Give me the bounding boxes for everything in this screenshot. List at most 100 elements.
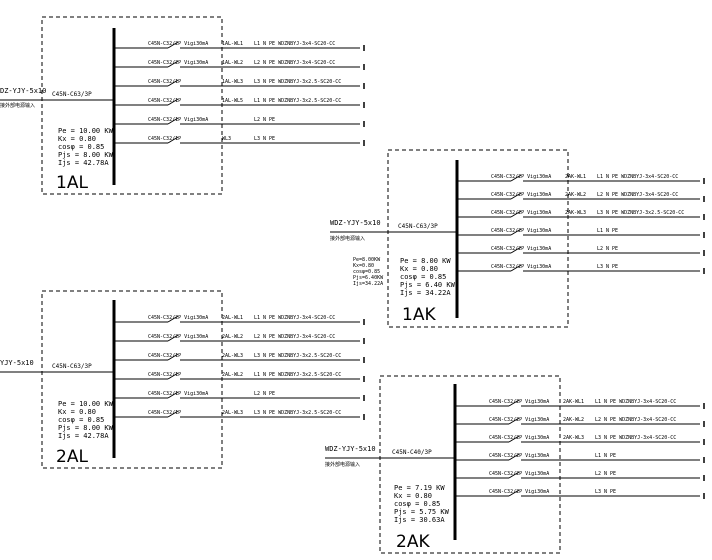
side-note: Pe=8.00KW Kx=0.80 cosφ=0.85 Pjs=6.40KW I… (353, 257, 384, 287)
breaker-switch-symbol (510, 192, 522, 200)
breaker-switch-symbol (510, 246, 522, 254)
param-line: Pe = 7.19 KW (394, 484, 445, 492)
panel-name: 1AL (56, 173, 88, 193)
circuit-spec: L1 N PE WDZNBYJ-3x4-SC20-CC (597, 174, 678, 180)
breaker-switch-symbol (167, 391, 179, 399)
side-note-line: Ijs=34.22A (353, 281, 383, 287)
breaker-switch-symbol (167, 117, 179, 125)
panel-name: 1AK (402, 305, 436, 325)
incoming-note: 接外部电源输入 (0, 102, 35, 109)
panel-name: 2AL (56, 447, 88, 467)
breaker-switch-symbol (508, 417, 520, 425)
param-line: Kx = 0.80 (58, 135, 96, 143)
circuit-spec: L2 N PE (597, 246, 618, 252)
breaker-switch-symbol (510, 210, 522, 218)
side-note-line: Pe=8.00KW (353, 257, 381, 263)
circuit-row: C45N-C32/1P Vigi30mA L2 N PE (114, 117, 365, 127)
circuit-spec: L3 N PE (254, 136, 275, 142)
circuit-id: 2AL-WL1 (222, 315, 243, 321)
param-line: Ijs = 34.22A (400, 289, 451, 297)
incoming-cable-label: YJY-5x10 (0, 359, 34, 367)
circuit-id: 1AL-WL5 (222, 98, 243, 104)
breaker-label: C45N-C32/2P Vigi30mA (489, 489, 549, 495)
breaker-label: C45N-C32/1P Vigi30mA (148, 391, 208, 397)
breaker-label: C45N-C32/2P Vigi30mA (148, 41, 208, 47)
breaker-label: C45N-C32/1P (148, 79, 181, 85)
breaker-label: C45N-C32/2P Vigi30mA (491, 192, 551, 198)
breaker-label: C45N-C32/1P (148, 353, 181, 359)
incoming-breaker-label: C45N-C40/3P (392, 449, 432, 456)
param-line: Ijs = 30.63A (394, 516, 445, 524)
breaker-switch-symbol (167, 315, 179, 323)
side-note-line: Pjs=6.40KW (353, 275, 384, 281)
breaker-label: C45N-C32/2P Vigi30mA (491, 264, 551, 270)
breaker-label: C45N-C32/2P Vigi30mA (491, 210, 551, 216)
circuit-id: 2AL-WL3 (222, 410, 243, 416)
breaker-switch-symbol (167, 334, 179, 342)
param-line: cosφ = 0.85 (58, 143, 104, 151)
circuit-row: C45N-C32/2P Vigi30mA L3 N PE (455, 489, 705, 499)
circuit-id: 2AL-WL2 (222, 334, 243, 340)
panel-1AK: WDZ-YJY-5x10 接外部电源输入 C45N-C63/3P Pe = 8.… (330, 149, 705, 328)
breaker-label: C45N-C32/1P (148, 372, 181, 378)
panel-1AL: DZ-YJY-5x10 接外部电源输入 C45N-C63/3P Pe = 10.… (0, 16, 365, 195)
breaker-switch-symbol (510, 228, 522, 236)
circuit-spec: L1 N PE (597, 228, 618, 234)
breaker-label: C45N-C32/1P Vigi30mA (148, 117, 208, 123)
circuit-spec: L3 N PE WDZNBYJ-3x2.5-SC20-CC (597, 210, 684, 216)
circuit-spec: L2 N PE (254, 117, 275, 123)
param-line: cosφ = 0.85 (58, 416, 104, 424)
side-note-line: Kx=0.80 (353, 263, 374, 269)
breaker-switch-symbol (508, 489, 520, 497)
circuit-id: WL3 (222, 136, 231, 142)
breaker-label: C45N-C32/2P Vigi30mA (489, 471, 549, 477)
incoming-cable-label: WDZ-YJY-5x10 (330, 219, 381, 227)
breaker-switch-symbol (167, 41, 179, 49)
circuit-row: C45N-C32/2P Vigi30mA L2 N PE (457, 246, 705, 256)
param-line: Pe = 10.00 KW (58, 400, 114, 408)
panel-2AK: WDZ-YJY-5x10 接外部电源输入 C45N-C40/3P Pe = 7.… (325, 375, 705, 554)
param-line: Kx = 0.80 (400, 265, 438, 273)
circuit-spec: L1 N PE WDZNBYJ-3x2.5-SC20-CC (254, 372, 341, 378)
param-line: Ijs = 42.78A (58, 432, 109, 440)
breaker-label: C45N-C32/2P Vigi30mA (489, 399, 549, 405)
incoming-cable-label: DZ-YJY-5x10 (0, 87, 46, 95)
panel-frame (379, 375, 561, 554)
circuit-spec: L2 N PE (595, 471, 616, 477)
breaker-switch-symbol (508, 471, 520, 479)
breaker-label: C45N-C32/2P Vigi30mA (489, 417, 549, 423)
circuit-id: 1AL-WL1 (222, 41, 243, 47)
panel-name: 2AK (396, 532, 430, 552)
breaker-label: C45N-C32/2P Vigi30mA (491, 246, 551, 252)
breaker-switch-symbol (167, 410, 179, 418)
incoming-breaker-label: C45N-C63/3P (52, 91, 92, 98)
circuit-id: 2AK-WL3 (563, 435, 584, 441)
circuit-spec: L2 N PE WDZNBYJ-3x4-SC20-CC (254, 60, 335, 66)
circuit-spec: L3 N PE WDZNBYJ-3x4-SC20-CC (595, 435, 676, 441)
breaker-label: C45N-C32/2P Vigi30mA (491, 174, 551, 180)
param-line: cosφ = 0.85 (394, 500, 440, 508)
circuit-spec: L3 N PE (595, 489, 616, 495)
param-line: Pjs = 5.75 KW (394, 508, 450, 516)
circuit-spec: L1 N PE WDZNBYJ-3x4-SC20-CC (595, 399, 676, 405)
breaker-switch-symbol (167, 98, 179, 106)
circuit-id: 2AL-WL3 (222, 353, 243, 359)
param-line: Pjs = 8.00 KW (58, 424, 114, 432)
breaker-switch-symbol (167, 136, 179, 144)
